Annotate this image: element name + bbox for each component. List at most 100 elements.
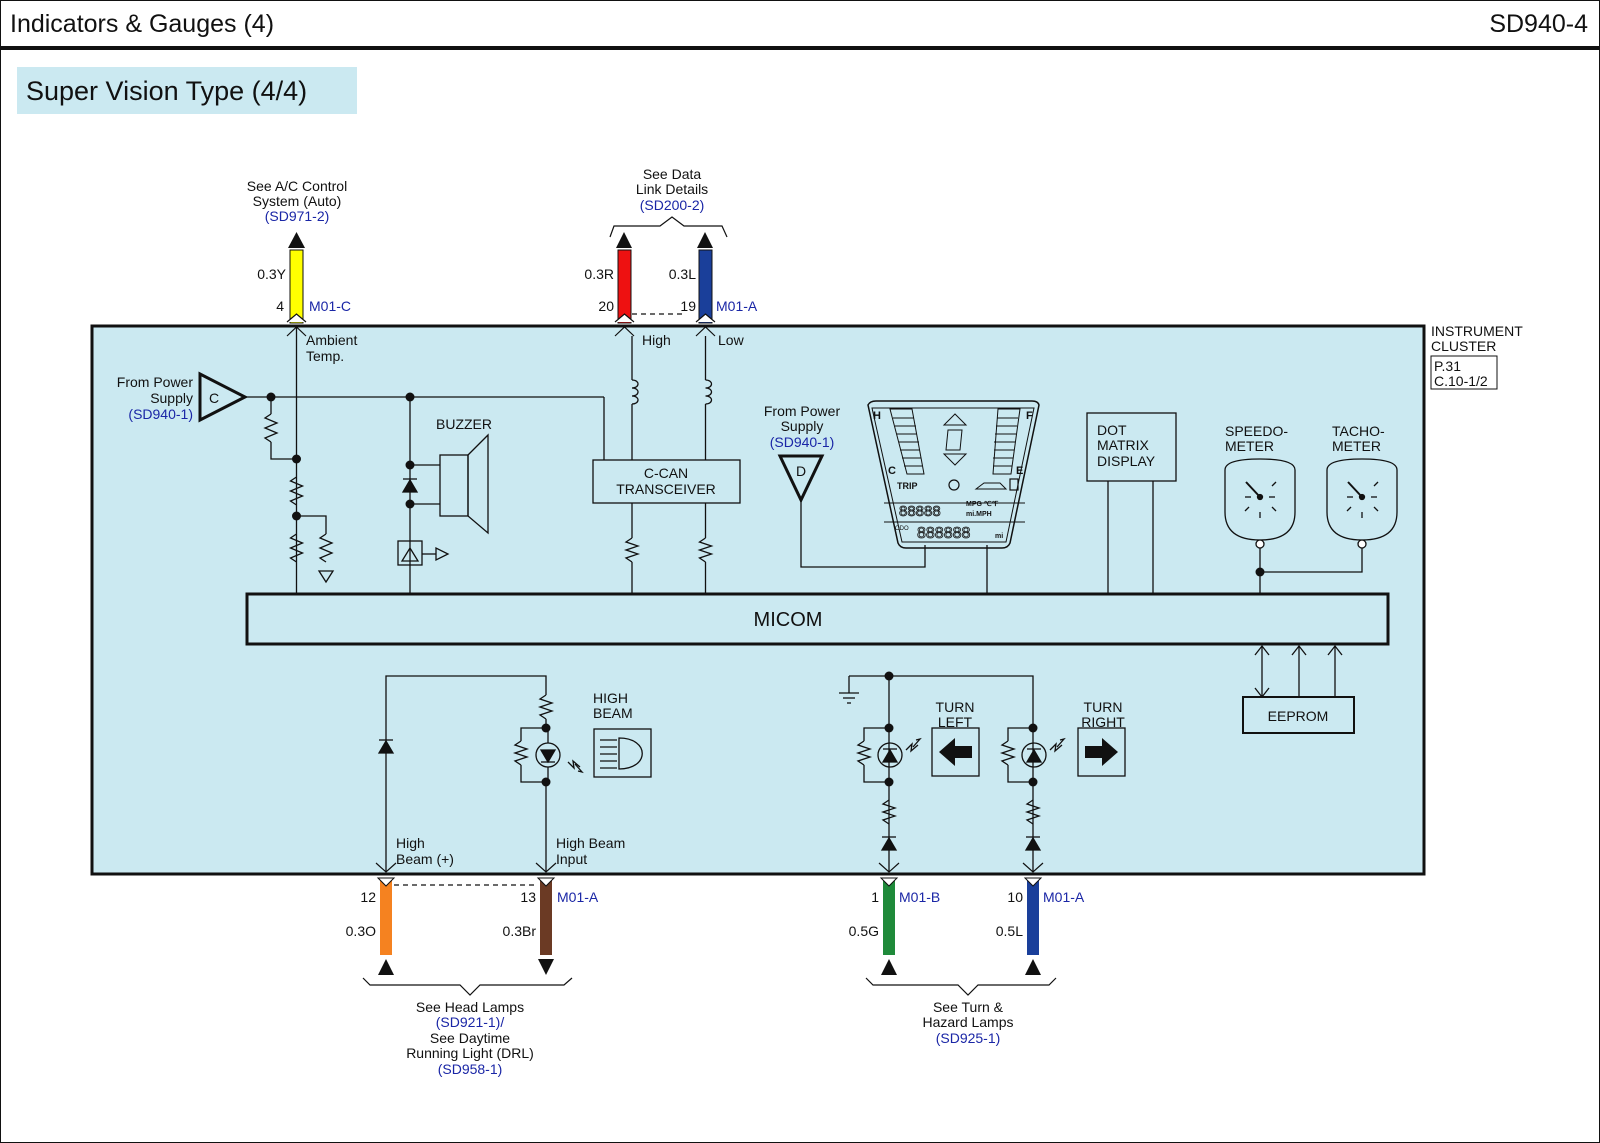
eeprom-label: EEPROM	[1268, 708, 1329, 724]
hb-input-label-2: Input	[556, 851, 587, 867]
component-ref-box	[1430, 355, 1498, 390]
turn-circuit	[839, 675, 1126, 872]
power-c-line1: From Power	[117, 374, 194, 390]
hb-input-spec: 0.3Br	[503, 923, 537, 939]
ac-ref-line2: System (Auto)	[253, 193, 342, 209]
hb-plus-pin: 12	[360, 889, 376, 905]
can-low-pin: 19	[680, 298, 696, 314]
hb-connector: M01-A	[557, 889, 599, 905]
speedo-label-2: METER	[1225, 438, 1274, 454]
wire-ambient[interactable]: See A/C Control System (Auto) (SD971-2) …	[247, 178, 358, 364]
instrument-cluster-box	[90, 324, 1426, 876]
wire-red	[617, 249, 632, 324]
arrow-right-icon	[1085, 738, 1118, 766]
can-high-label: High	[642, 332, 671, 348]
can-transceiver	[592, 336, 741, 594]
can-high-pin: 20	[598, 298, 614, 314]
headlamps-ref-line3: Running Light (DRL)	[406, 1045, 534, 1061]
lcd-c: C	[888, 465, 896, 477]
component-ref-1: P.31	[1434, 358, 1461, 374]
wire-blue	[698, 249, 713, 324]
wire-blue-bottom	[1027, 880, 1039, 955]
subtitle-text: Super Vision Type (4/4)	[26, 76, 308, 106]
lcd-mph: mi.MPH	[966, 511, 992, 518]
can-low-spec: 0.3L	[669, 266, 696, 282]
arrow-up-icon	[616, 232, 632, 248]
page-title: Indicators & Gauges (4)	[10, 10, 275, 38]
page-header: Indicators & Gauges (4) SD940-4	[0, 0, 1600, 50]
section-subtitle: Super Vision Type (4/4)	[17, 67, 357, 114]
power-d-line1: From Power	[764, 403, 841, 419]
tachometer-gauge	[1326, 458, 1398, 549]
micom-box	[245, 592, 1390, 646]
lcd-h: H	[873, 410, 881, 422]
lcd-mpg: MPG ℃℉	[966, 500, 999, 508]
lcd-e: E	[1016, 465, 1023, 477]
turn-right-spec: 0.5L	[996, 923, 1023, 939]
wire-brown	[540, 880, 552, 955]
hb-plus-label-2: Beam (+)	[396, 851, 454, 867]
power-c-symbol: C	[209, 390, 219, 406]
lcd-trip: TRIP	[897, 481, 918, 491]
turn-left-label-1: TURN	[936, 699, 975, 715]
headlamps-ref-line2: See Daytime	[430, 1030, 510, 1046]
turn-right-label-1: TURN	[1084, 699, 1123, 715]
dot-matrix-label-1: DOT	[1097, 422, 1127, 438]
headlamps-ref-link-2[interactable]: (SD958-1)	[438, 1061, 503, 1077]
arrow-up-icon	[1025, 959, 1041, 975]
speedo-label-1: SPEEDO-	[1225, 423, 1288, 439]
fuel-icon	[1009, 478, 1019, 491]
buzzer-label: BUZZER	[436, 416, 492, 432]
tacho-label-2: METER	[1332, 438, 1381, 454]
arrow-down-icon	[538, 959, 554, 975]
power-c-ref[interactable]: (SD940-1)	[128, 406, 193, 422]
wire-yellow	[289, 249, 304, 324]
can-connector: M01-A	[716, 298, 758, 314]
turn-ref-link[interactable]: (SD925-1)	[936, 1030, 1001, 1046]
lcd-unit: mi	[995, 533, 1003, 540]
tacho-label-1: TACHO-	[1332, 423, 1385, 439]
datalink-ref-line2: Link Details	[636, 181, 708, 197]
power-d-line2: Supply	[781, 418, 824, 434]
transceiver-label-2: TRANSCEIVER	[616, 481, 716, 497]
bracket	[609, 216, 728, 238]
power-d-triangle	[777, 454, 825, 504]
can-high-spec: 0.3R	[584, 266, 614, 282]
ac-ref-line1: See A/C Control	[247, 178, 347, 194]
car-icon	[974, 482, 1008, 490]
turn-left-spec: 0.5G	[849, 923, 879, 939]
hb-input-pin: 13	[520, 889, 536, 905]
power-d-ref[interactable]: (SD940-1)	[770, 434, 835, 450]
page-code: SD940-4	[1489, 10, 1588, 38]
arrow-up-icon	[288, 232, 305, 248]
headlamps-ref-link-1[interactable]: (SD921-1)/	[436, 1014, 505, 1030]
hb-plus-spec: 0.3O	[346, 923, 376, 939]
bottom-wires[interactable]: 12 0.3O 13 0.3Br M01-A 1 0.5G M01-B 10 0…	[346, 862, 1085, 1077]
turn-left-pin: 1	[871, 889, 879, 905]
turn-right-connector: M01-A	[1043, 889, 1085, 905]
high-beam-circuit	[377, 675, 652, 872]
turn-ref-line1: See Turn &	[933, 999, 1004, 1015]
hb-plus-label-1: High	[396, 835, 425, 851]
wire-orange	[380, 880, 392, 955]
component-ref-2: C.10-1/2	[1434, 373, 1488, 389]
junction-dots	[266, 392, 415, 521]
headlamps-ref-line1: See Head Lamps	[416, 999, 524, 1015]
ambient-label-2: Temp.	[306, 348, 344, 364]
ambient-label-1: Ambient	[306, 332, 357, 348]
can-low-label: Low	[718, 332, 745, 348]
speedometer-gauge	[1224, 458, 1296, 549]
wire-can[interactable]: See Data Link Details (SD200-2) 0.3R 0.3…	[584, 166, 757, 348]
lcd-f: F	[1026, 410, 1033, 422]
wire-green	[883, 880, 895, 955]
high-beam-icon-box	[593, 728, 652, 778]
arrow-up-icon	[697, 232, 713, 248]
dot-matrix-label-2: MATRIX	[1097, 437, 1150, 453]
ambient-spec: 0.3Y	[257, 266, 286, 282]
dot-matrix-box	[1086, 412, 1177, 482]
dot-matrix-label-3: DISPLAY	[1097, 453, 1156, 469]
hb-input-label-1: High Beam	[556, 835, 625, 851]
ac-ref-link[interactable]: (SD971-2)	[265, 208, 330, 224]
datalink-ref-link[interactable]: (SD200-2)	[640, 197, 705, 213]
